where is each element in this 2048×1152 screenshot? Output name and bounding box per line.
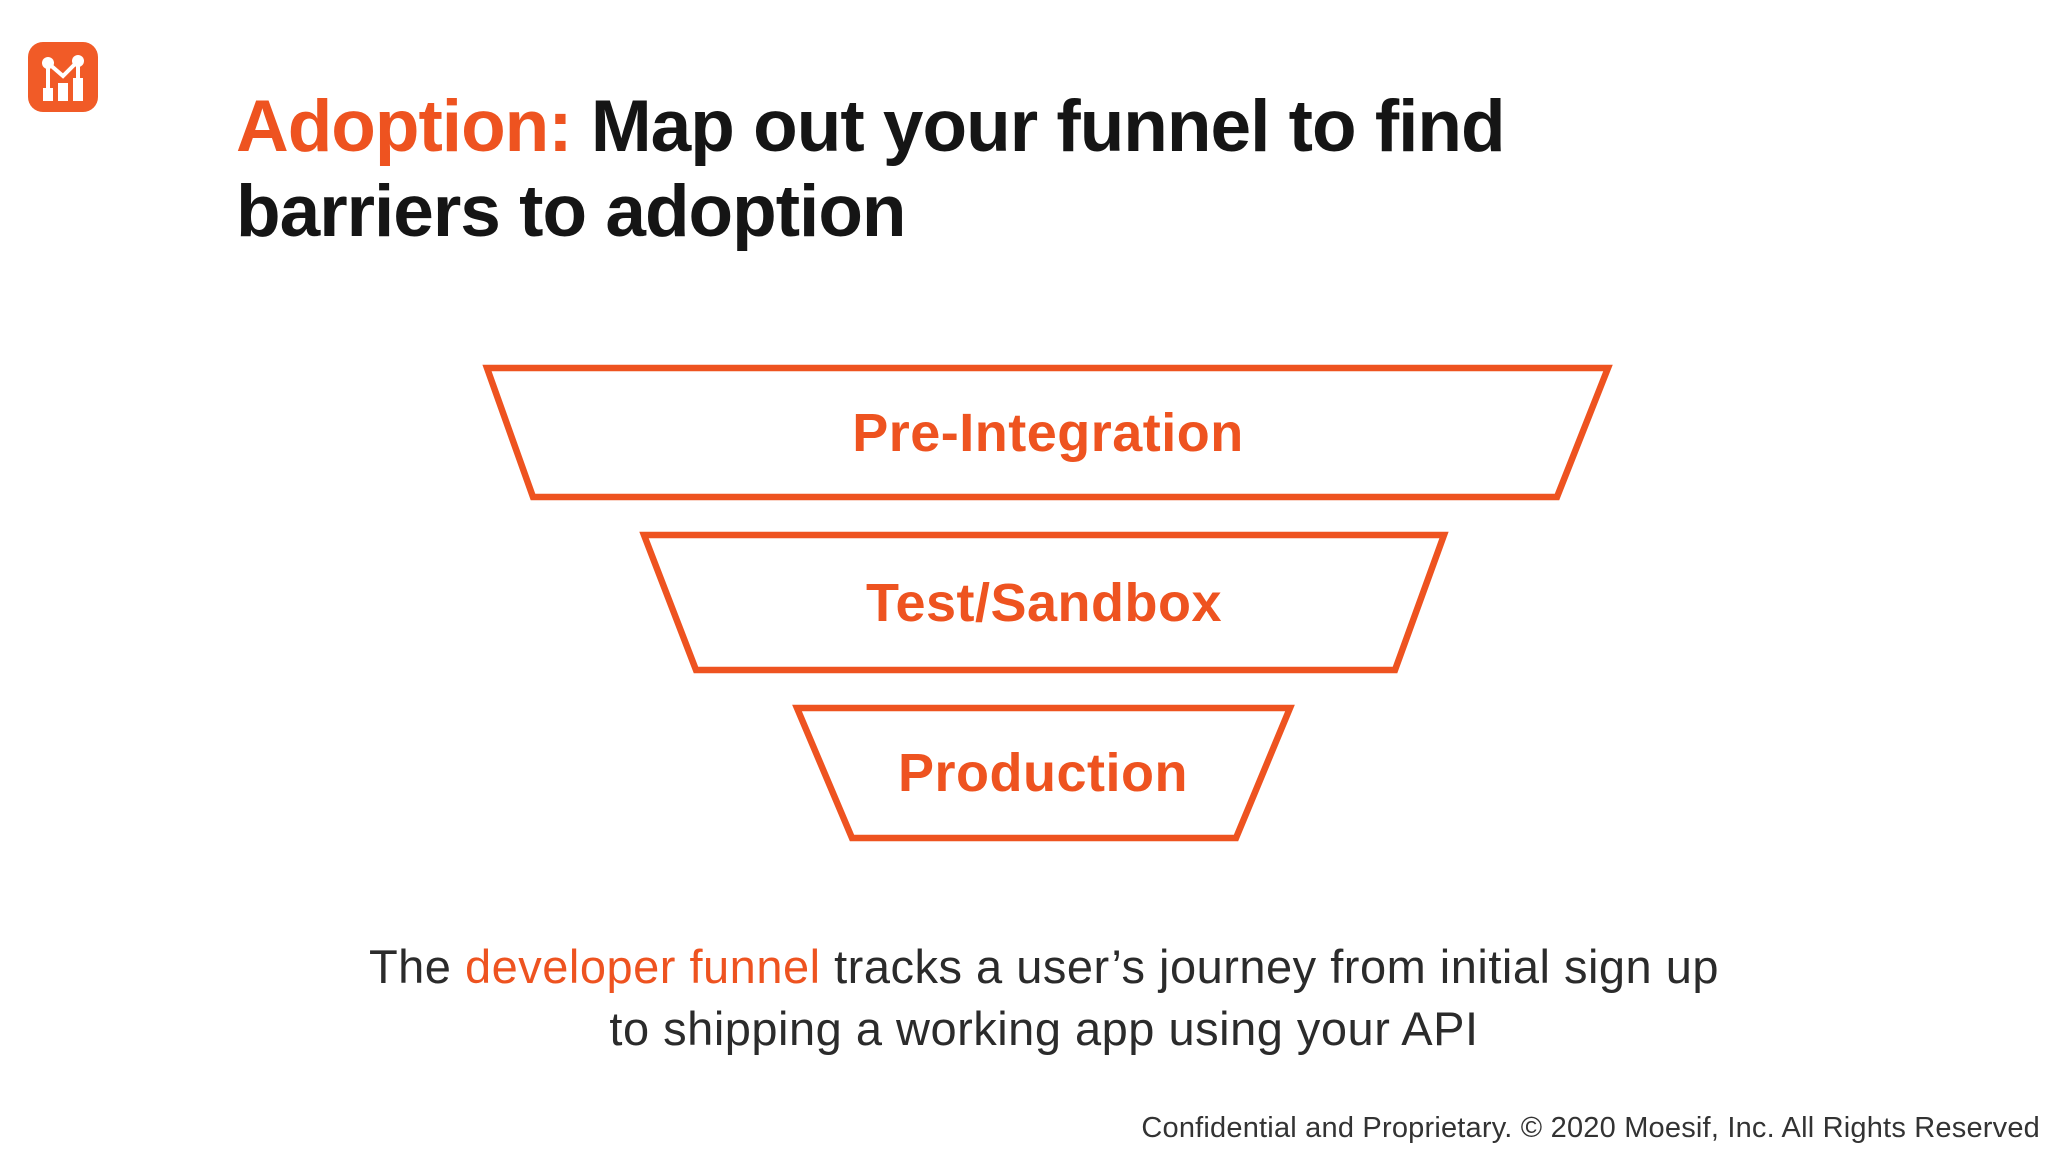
funnel-stage-shape-production <box>792 704 1295 842</box>
caption-pre: The <box>368 940 465 993</box>
caption-accent: developer funnel <box>465 940 821 993</box>
bar-line-chart-icon <box>42 55 84 101</box>
caption-post: tracks a user’s journey from initial sig… <box>820 940 1720 993</box>
funnel-stage-shape-test-sandbox <box>639 531 1449 674</box>
caption-text: The developer funnel tracks a user’s jou… <box>124 936 1964 1060</box>
funnel-diagram: Pre-Integration Test/Sandbox Production <box>482 364 1613 842</box>
funnel-stage-label-pre-integration: Pre-Integration <box>852 403 1244 463</box>
slide-title: Adoption: Map out your funnel to find ba… <box>236 84 1836 254</box>
funnel-stage-label-production: Production <box>898 743 1188 803</box>
moesif-logo <box>28 42 98 112</box>
funnel-stage-shape-pre-integration <box>482 364 1613 501</box>
funnel-stage-label-test-sandbox: Test/Sandbox <box>866 573 1222 633</box>
footer-confidentiality: Confidential and Proprietary. © 2020 Moe… <box>1141 1112 2040 1144</box>
title-line1: Map out your funnel to find <box>590 86 1506 167</box>
title-accent: Adoption: <box>236 86 573 167</box>
title-line2: barriers to adoption <box>236 171 907 252</box>
caption-line2: to shipping a working app using your API <box>609 1002 1479 1055</box>
